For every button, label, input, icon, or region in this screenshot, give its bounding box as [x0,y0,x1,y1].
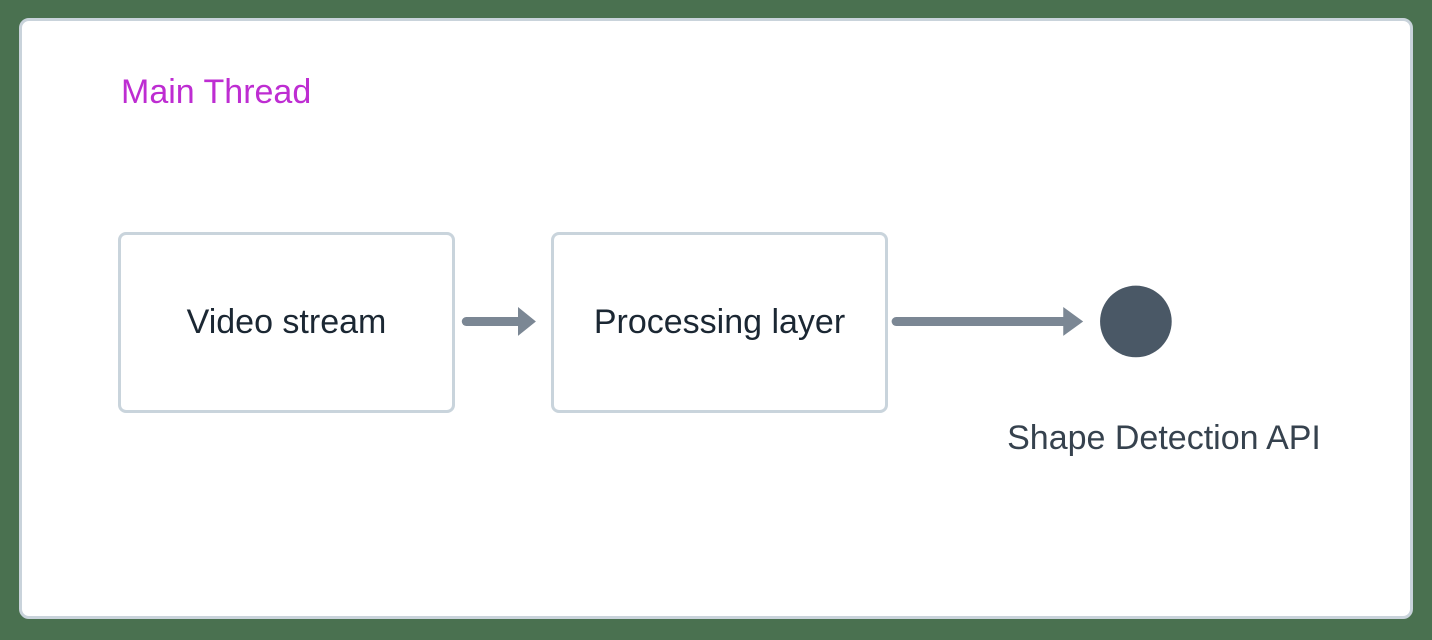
endpoint-label-shape-detection-api: Shape Detection API [1007,419,1321,457]
arrow-icon-video-to-processing [461,307,536,336]
shape-detection-api-node-icon [1100,285,1172,358]
node-video-stream: Video stream [118,232,455,413]
node-processing-layer: Processing layer [551,232,888,413]
section-label-main-thread: Main Thread [121,73,312,111]
arrow-icon-processing-to-shape-detection [891,307,1084,336]
main-thread-panel: Main Thread Video stream Processing laye… [19,18,1413,619]
node-label-video-stream: Video stream [186,303,387,341]
node-label-processing-layer: Processing layer [593,303,846,341]
